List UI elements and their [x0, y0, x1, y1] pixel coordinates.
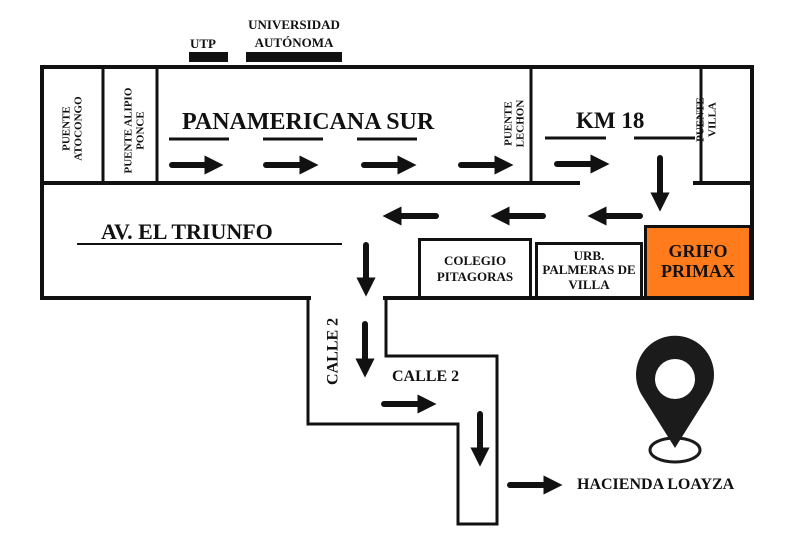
km18-label: KM 18: [576, 108, 645, 133]
colegio-pitagoras: COLEGIO PITAGORAS: [418, 238, 532, 299]
panamericana-label: PANAMERICANA SUR: [182, 109, 435, 135]
utp-label: UTP: [190, 36, 216, 51]
urb-label: URB. PALMERAS DE VILLA: [542, 248, 636, 292]
urb-palmeras: URB. PALMERAS DE VILLA: [535, 242, 643, 299]
puente-alipio-label: PUENTE ALIPIO PONCE: [122, 87, 146, 174]
hacienda-loayza-label: HACIENDA LOAYZA: [577, 476, 735, 493]
puente-villa-label: PUENTE VILLA: [694, 97, 718, 142]
puente-lechon-label: PUENTE LECHON: [502, 99, 526, 148]
colegio-label: COLEGIO PITAGORAS: [436, 252, 514, 284]
grifo-label: GRIFO PRIMAX: [661, 241, 735, 281]
calle-2-vertical-label: CALLE 2: [324, 317, 342, 385]
universidad-label: UNIVERSIDAD AUTÓNOMA: [248, 17, 340, 50]
universidad-bar: [246, 52, 342, 62]
map-pin-icon: [636, 335, 715, 464]
grifo-primax: GRIFO PRIMAX: [644, 225, 752, 299]
utp-bar: [189, 52, 228, 62]
calle-2-outline: [306, 296, 499, 526]
puente-atocongo-label: PUENTE ATOCONGO: [60, 96, 84, 161]
av-el-triunfo-label: AV. EL TRIUNFO: [101, 219, 273, 244]
calle-2-horizontal-label: CALLE 2: [392, 368, 460, 385]
